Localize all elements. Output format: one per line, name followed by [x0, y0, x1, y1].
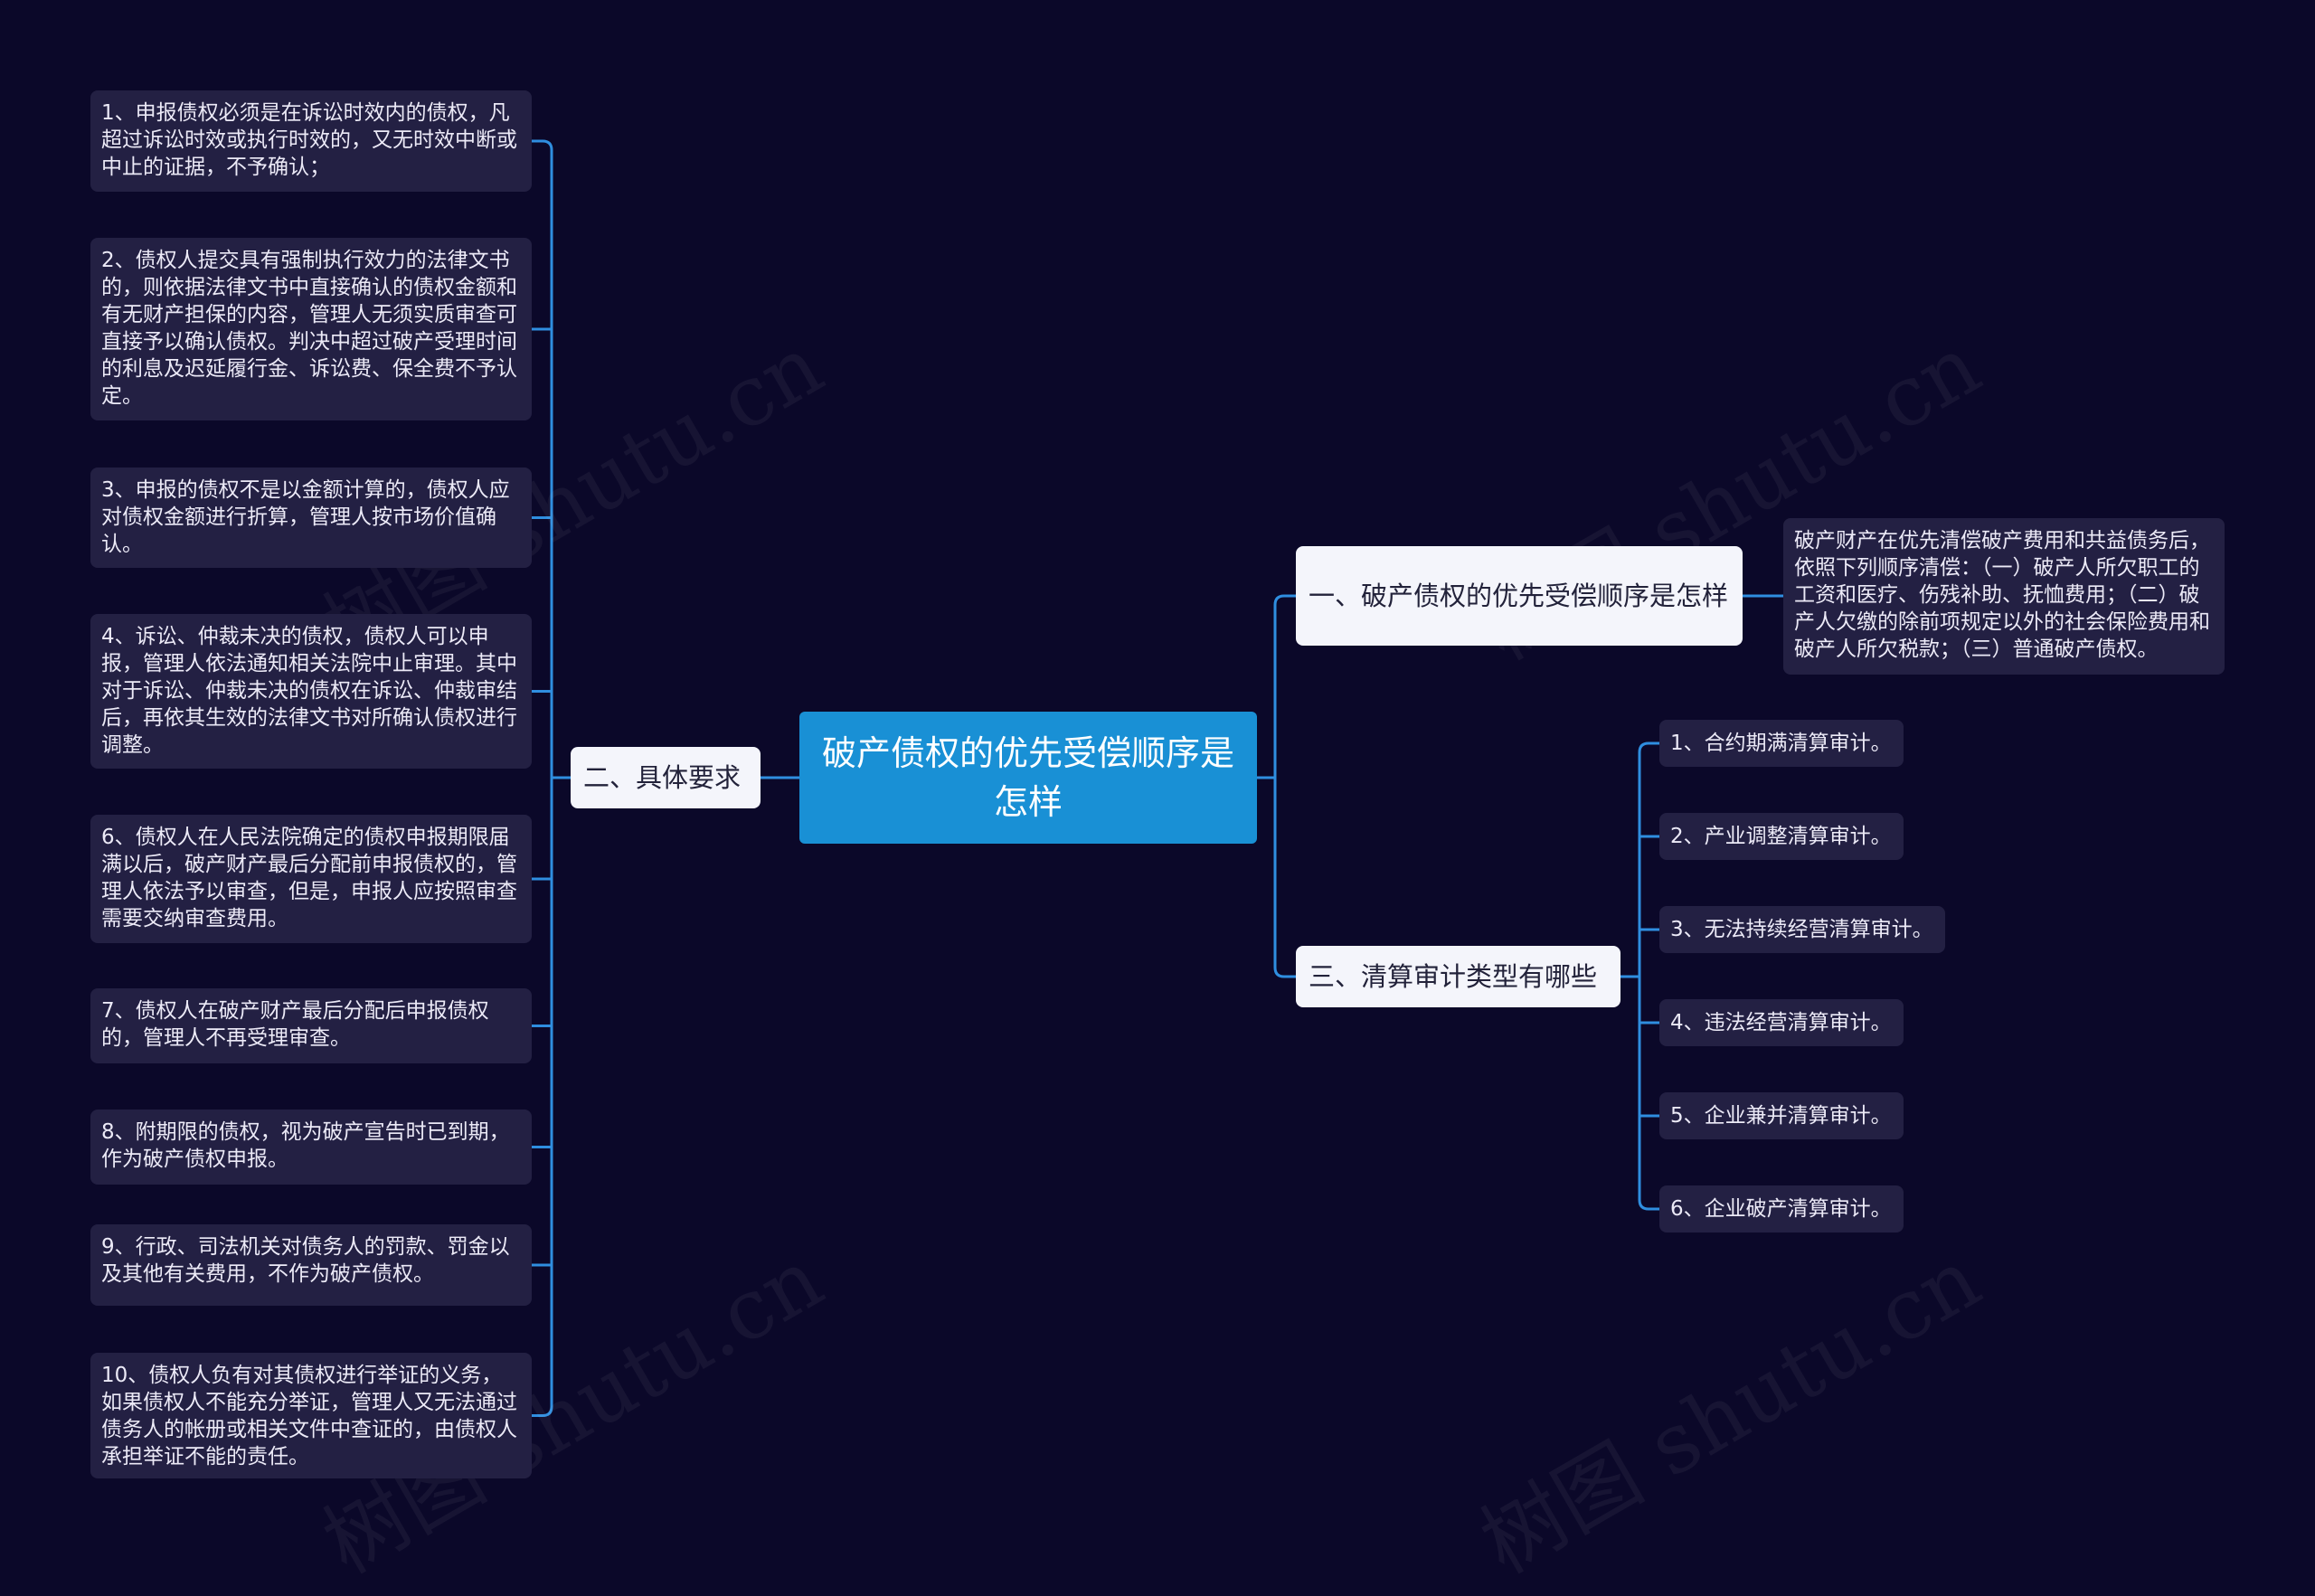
audit-type-item[interactable]: 1、合约期满清算审计。: [1659, 720, 1904, 767]
leaf-text: 6、企业破产清算审计。: [1670, 1197, 1892, 1221]
requirement-item[interactable]: 1、申报债权必须是在诉讼时效内的债权，凡超过诉讼时效或执行时效的，又无时效中断或…: [90, 90, 532, 192]
branch-label: 一、破产债权的优先受偿顺序是怎样: [1309, 580, 1729, 611]
leaf-text: 4、违法经营清算审计。: [1670, 1011, 1892, 1034]
requirement-item[interactable]: 6、债权人在人民法院确定的债权申报期限届满以后，破产财产最后分配前申报债权的，管…: [90, 815, 532, 943]
branch-audit-types[interactable]: 三、清算审计类型有哪些: [1296, 946, 1620, 1007]
audit-type-item[interactable]: 4、违法经营清算审计。: [1659, 999, 1904, 1046]
leaf-text: 2、产业调整清算审计。: [1670, 825, 1892, 848]
connector-to-audit-type: [1638, 741, 1659, 753]
audit-type-item[interactable]: 5、企业兼并清算审计。: [1659, 1092, 1904, 1139]
audit-type-item[interactable]: 3、无法持续经营清算审计。: [1659, 906, 1945, 953]
leaf-text: 3、申报的债权不是以金额计算的，债权人应对债权金额进行折算，管理人按市场价值确认…: [101, 478, 510, 556]
leaf-text: 5、企业兼并清算审计。: [1670, 1104, 1892, 1128]
branch-priority-order[interactable]: 一、破产债权的优先受偿顺序是怎样: [1296, 546, 1743, 646]
requirement-item[interactable]: 9、行政、司法机关对债务人的罚款、罚金以及其他有关费用，不作为破产债权。: [90, 1224, 532, 1306]
connector-to-audit-type: [1638, 1199, 1659, 1211]
requirement-item[interactable]: 10、债权人负有对其债权进行举证的义务，如果债权人不能充分举证，管理人又无法通过…: [90, 1353, 532, 1478]
requirement-item[interactable]: 3、申报的债权不是以金额计算的，债权人应对债权金额进行折算，管理人按市场价值确认…: [90, 467, 532, 568]
audit-type-item[interactable]: 2、产业调整清算审计。: [1659, 813, 1904, 860]
leaf-text: 6、债权人在人民法院确定的债权申报期限届满以后，破产财产最后分配前申报债权的，管…: [101, 826, 517, 930]
branch-specific-requirements[interactable]: 二、具体要求: [571, 747, 761, 808]
connector-to-branch-1: [1273, 594, 1296, 606]
leaf-text: 1、申报债权必须是在诉讼时效内的债权，凡超过诉讼时效或执行时效的，又无时效中断或…: [101, 101, 517, 179]
connector-to-requirement: [532, 1406, 553, 1417]
root-title: 破产债权的优先受偿顺序是怎样: [821, 733, 1234, 822]
leaf-text: 9、行政、司法机关对债务人的罚款、罚金以及其他有关费用，不作为破产债权。: [101, 1235, 510, 1286]
root-node[interactable]: 破产债权的优先受偿顺序是怎样: [799, 712, 1257, 844]
leaf-text: 3、无法持续经营清算审计。: [1670, 918, 1933, 941]
connector-to-requirement: [532, 139, 553, 151]
priority-order-detail[interactable]: 破产财产在优先清偿破产费用和共益债务后，依照下列顺序清偿：（一）破产人所欠职工的…: [1783, 518, 2225, 675]
leaf-text: 7、债权人在破产财产最后分配后申报债权的，管理人不再受理审查。: [101, 999, 489, 1050]
leaf-text: 10、债权人负有对其债权进行举证的义务，如果债权人不能充分举证，管理人又无法通过…: [101, 1364, 517, 1469]
requirement-item[interactable]: 7、债权人在破产财产最后分配后申报债权的，管理人不再受理审查。: [90, 988, 532, 1063]
requirement-item[interactable]: 4、诉讼、仲裁未决的债权，债权人可以申报，管理人依法通知相关法院中止审理。其中对…: [90, 614, 532, 769]
branch-label: 三、清算审计类型有哪些: [1309, 960, 1598, 992]
leaf-text: 4、诉讼、仲裁未决的债权，债权人可以申报，管理人依法通知相关法院中止审理。其中对…: [101, 625, 517, 757]
leaf-text: 2、债权人提交具有强制执行效力的法律文书的，则依据法律文书中直接确认的债权金额和…: [101, 249, 517, 408]
connector-to-branch-3: [1273, 967, 1296, 978]
detail-text: 破产财产在优先清偿破产费用和共益债务后，依照下列顺序清偿：（一）破产人所欠职工的…: [1794, 529, 2210, 661]
requirement-item[interactable]: 2、债权人提交具有强制执行效力的法律文书的，则依据法律文书中直接确认的债权金额和…: [90, 238, 532, 420]
requirement-item[interactable]: 8、附期限的债权，视为破产宣告时已到期，作为破产债权申报。: [90, 1110, 532, 1185]
branch-label: 二、具体要求: [583, 761, 742, 793]
audit-type-item[interactable]: 6、企业破产清算审计。: [1659, 1185, 1904, 1232]
leaf-text: 8、附期限的债权，视为破产宣告时已到期，作为破产债权申报。: [101, 1120, 510, 1171]
leaf-text: 1、合约期满清算审计。: [1670, 732, 1892, 755]
